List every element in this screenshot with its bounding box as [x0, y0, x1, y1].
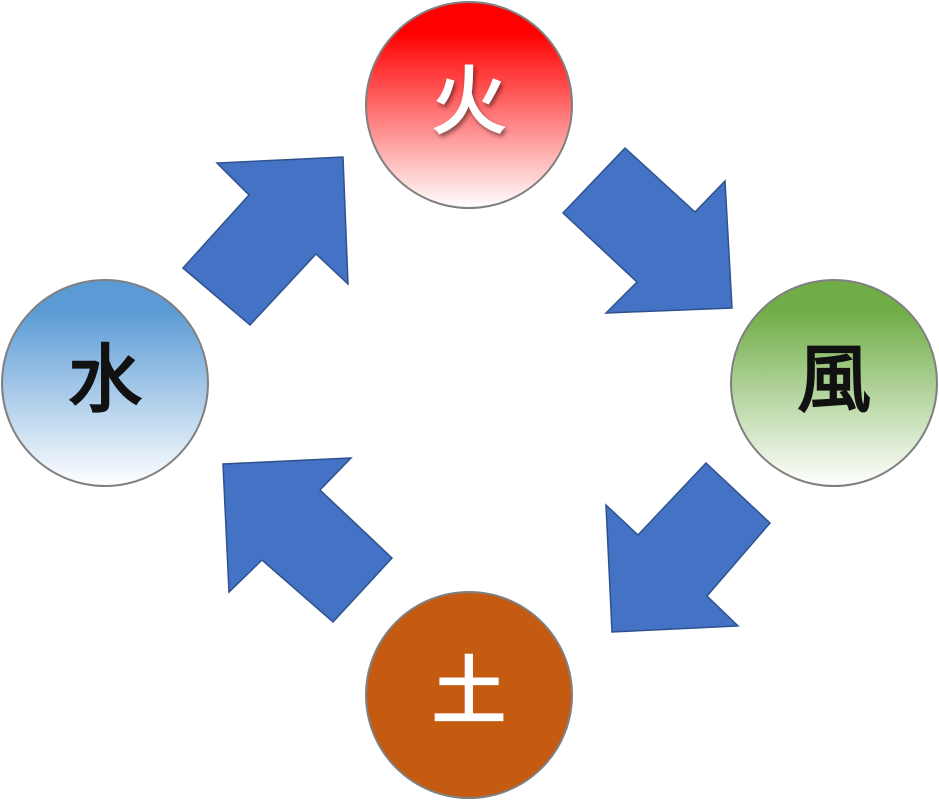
node-water: 水: [1, 279, 209, 487]
fire-label: 火: [432, 59, 506, 145]
node-wind: 風: [730, 279, 938, 487]
arrow-wind-to-earth: [605, 461, 772, 633]
water-label: 水: [68, 337, 143, 423]
arrow-fire-to-wind: [561, 146, 733, 314]
node-fire: 火: [365, 1, 573, 209]
wind-label: 風: [797, 337, 871, 423]
arrow-water-to-fire: [181, 156, 349, 327]
arrow-earth-to-water: [222, 457, 394, 624]
earth-label: 土: [432, 649, 506, 735]
node-earth: 土: [365, 591, 573, 799]
